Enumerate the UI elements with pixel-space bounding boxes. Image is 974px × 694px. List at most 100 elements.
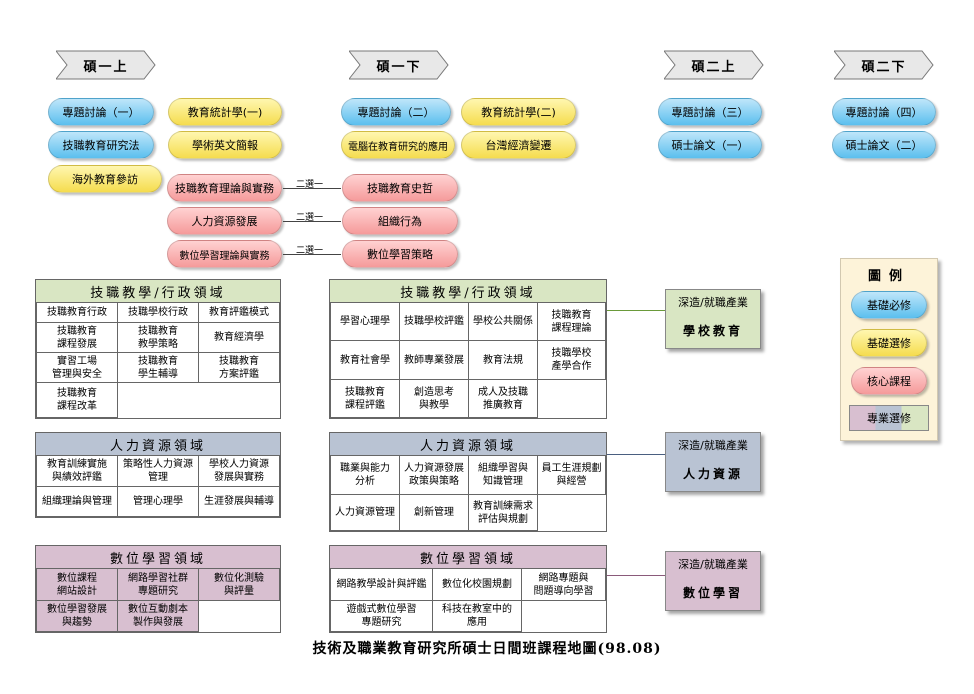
course-s4-topic[interactable]: 專題討論（四） (832, 98, 936, 126)
domain-cell[interactable]: 學校公共關係 (468, 302, 538, 341)
course-s2-stats[interactable]: 教育統計學(二) (461, 98, 576, 126)
domain-cell[interactable]: 教育評鑑模式 (198, 302, 280, 323)
domain-cell[interactable]: 教育訓練實施 與績效評鑑 (36, 455, 118, 487)
domain-cell[interactable]: 數位化測驗 與評量 (198, 568, 280, 601)
connector-line (607, 310, 665, 311)
domain-cell[interactable]: 組織理論與管理 (36, 486, 118, 517)
semester-3-label: 碩二上 (691, 59, 737, 75)
domain-cell[interactable]: 教育經濟學 (198, 322, 280, 353)
domain-cell[interactable]: 技職教育 課程理論 (537, 302, 606, 341)
legend-specialized: 專業選修 (849, 405, 929, 431)
domain-title: 數位學習領域 (330, 546, 606, 569)
career-card-dl: 深造/就職產業 數位學習 (665, 551, 761, 611)
domain-cell[interactable]: 學校人力資源 發展與實務 (198, 455, 280, 487)
career-card-top: 深造/就職產業 (678, 296, 748, 309)
legend-core: 核心課程 (851, 367, 927, 395)
domain-cell[interactable]: 技職學校評鑑 (399, 302, 469, 341)
domain-cell[interactable]: 技職教育 教學策略 (117, 322, 199, 353)
career-card-school: 深造/就職產業 學校教育 (665, 289, 761, 349)
domain-cell[interactable]: 網路專題與 問題導向學習 (521, 568, 606, 601)
domain-cell[interactable]: 技職教育行政 (36, 302, 118, 323)
domain-cell[interactable]: 成人及技職 推廣教育 (468, 379, 538, 418)
course-s3-thesis[interactable]: 碩士論文（一） (658, 131, 762, 159)
semester-1-label: 碩一上 (83, 59, 129, 75)
page-title: 技術及職業教育研究所碩士日間班課程地圖(98.08) (312, 641, 662, 657)
course-s4-thesis[interactable]: 碩士論文（二） (832, 131, 936, 159)
domain-cell[interactable]: 技職教育 課程發展 (36, 322, 118, 353)
domain-cell[interactable]: 策略性人力資源 管理 (117, 455, 199, 487)
domain-cell[interactable]: 技職學校 產學合作 (537, 340, 606, 380)
domain-cell[interactable]: 員工生涯規劃 與經營 (537, 455, 606, 495)
course-s1-topic[interactable]: 專題討論（一） (48, 98, 154, 126)
domain-cell[interactable]: 職業與能力 分析 (330, 455, 400, 495)
course-s1-abroad[interactable]: 海外教育參訪 (48, 165, 162, 193)
choice-connector (283, 254, 341, 255)
domain-cell[interactable]: 數位課程 網站設計 (36, 568, 118, 601)
domain-cell[interactable]: 人力資源發展 政策與策略 (399, 455, 469, 495)
domain-cell[interactable]: 教育社會學 (330, 340, 400, 380)
domain-dl-left: 數位學習領域 數位課程 網站設計 網路學習社群 專題研究 數位化測驗 與評量 數… (35, 545, 281, 633)
domain-dl-right: 數位學習領域 網路教學設計與評鑑 數位化校園規劃 網路專題與 問題導向學習 遊戲… (329, 545, 607, 633)
domain-cell[interactable]: 生涯發展與輔導 (198, 486, 280, 517)
domain-cell[interactable]: 人力資源管理 (330, 494, 400, 531)
semester-4-label: 碩二下 (861, 59, 907, 75)
domain-cell[interactable]: 創造思考 與教學 (399, 379, 469, 418)
domain-cell[interactable]: 數位互動劇本 製作與發展 (117, 600, 199, 632)
domain-cell[interactable]: 科技在教室中的 應用 (432, 600, 522, 632)
domain-cell[interactable]: 教育訓練需求 評估與規劃 (468, 494, 538, 531)
legend-title: 圖例 (867, 269, 910, 284)
domain-cell[interactable]: 技職教育 課程評鑑 (330, 379, 400, 418)
career-card-top: 深造/就職產業 (678, 558, 748, 571)
domain-cell[interactable]: 實習工場 管理與安全 (36, 352, 118, 383)
core-right-1[interactable]: 技職教育史哲 (342, 174, 458, 202)
domain-cell[interactable]: 技職教育 課程改革 (36, 382, 118, 418)
legend-required: 基礎必修 (851, 291, 927, 319)
domain-cell[interactable]: 技職教育 方案評鑑 (198, 352, 280, 383)
domain-cell[interactable]: 數位學習發展 與趨勢 (36, 600, 118, 632)
domain-title: 技職教學/行政領域 (36, 280, 280, 303)
course-s2-topic[interactable]: 專題討論（二） (341, 98, 451, 126)
domain-cell[interactable]: 技職教育 學生輔導 (117, 352, 199, 383)
domain-cell[interactable]: 教師專業發展 (399, 340, 469, 380)
domain-hr-right: 人力資源領域 職業與能力 分析 人力資源發展 政策與策略 組織學習與 知識管理 … (329, 432, 607, 532)
domain-cell[interactable]: 網路教學設計與評鑑 (330, 568, 433, 601)
course-s2-taiwan[interactable]: 台灣經濟變遷 (461, 131, 576, 159)
core-left-2[interactable]: 人力資源發展 (167, 207, 282, 235)
domain-cell[interactable]: 組織學習與 知識管理 (468, 455, 538, 495)
course-s1-english[interactable]: 學術英文簡報 (168, 131, 282, 159)
course-s2-computer[interactable]: 電腦在教育研究的應用 (341, 131, 455, 159)
domain-hr-left: 人力資源領域 教育訓練實施 與績效評鑑 策略性人力資源 管理 學校人力資源 發展… (35, 432, 281, 518)
domain-cell[interactable]: 創新管理 (399, 494, 469, 531)
core-left-1[interactable]: 技職教育理論與實務 (167, 174, 282, 202)
domain-teach-right: 技職教學/行政領域 學習心理學 技職學校評鑑 學校公共關係 技職教育 課程理論 … (329, 279, 607, 419)
domain-title: 數位學習領域 (36, 546, 280, 569)
choice-label-3: 二選一 (296, 246, 324, 256)
semester-4-header: 碩二下 (834, 49, 934, 81)
core-right-2[interactable]: 組織行為 (342, 207, 458, 235)
legend-elective: 基礎選修 (851, 329, 927, 357)
connector-line (607, 454, 665, 455)
domain-cell[interactable]: 技職學校行政 (117, 302, 199, 323)
core-left-3[interactable]: 數位學習理論與實務 (167, 240, 282, 268)
course-s1-stats[interactable]: 教育統計學(一) (168, 98, 282, 126)
connector-line (607, 575, 665, 576)
choice-connector (283, 221, 341, 222)
semester-2-header: 碩一下 (349, 49, 449, 81)
domain-cell[interactable]: 管理心理學 (117, 486, 199, 517)
domain-cell[interactable]: 網路學習社群 專題研究 (117, 568, 199, 601)
career-card-top: 深造/就職產業 (678, 439, 748, 452)
domain-title: 人力資源領域 (330, 433, 606, 456)
domain-cell[interactable]: 教育法規 (468, 340, 538, 380)
course-s3-topic[interactable]: 專題討論（三） (658, 98, 762, 126)
chevron-arrow-shape (664, 50, 764, 80)
core-right-3[interactable]: 數位學習策略 (342, 240, 458, 268)
domain-title: 人力資源領域 (36, 433, 280, 456)
domain-cell[interactable]: 遊戲式數位學習 專題研究 (330, 600, 433, 632)
career-card-main: 學校教育 (682, 324, 743, 338)
domain-cell[interactable]: 學習心理學 (330, 302, 400, 341)
choice-label-2: 二選一 (296, 213, 324, 223)
chevron-arrow-shape (56, 50, 156, 80)
domain-cell[interactable]: 數位化校園規劃 (432, 568, 522, 601)
course-s1-research[interactable]: 技職教育研究法 (48, 131, 154, 159)
choice-connector (283, 188, 341, 189)
